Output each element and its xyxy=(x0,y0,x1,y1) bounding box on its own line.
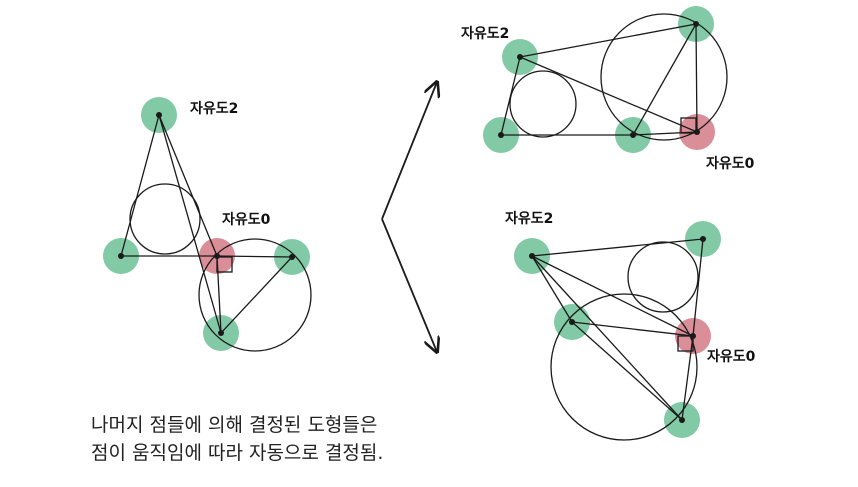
top-right-figure: 자유도2 자유도0 xyxy=(461,6,755,172)
label-dof2: 자유도2 xyxy=(461,26,509,42)
point-dof0 xyxy=(214,253,220,259)
point-tl xyxy=(517,54,523,60)
left-figure: 자유도2 자유도0 xyxy=(103,97,312,352)
circle-large xyxy=(600,13,728,141)
arrow-down xyxy=(381,218,437,352)
label-dof2: 자유도2 xyxy=(505,211,553,227)
label-dof0: 자유도0 xyxy=(706,156,755,172)
point-bm xyxy=(630,132,636,138)
label-dof0: 자유도0 xyxy=(222,212,271,228)
caption-line1: 나머지 점들에 의해 결정된 도형들은 xyxy=(91,414,377,436)
point-bottom xyxy=(679,417,685,423)
bottom-right-figure: 자유도2 자유도0 xyxy=(505,211,756,441)
transform-arrows xyxy=(381,82,437,352)
incircle-upper xyxy=(129,183,201,255)
circle-large xyxy=(550,293,698,441)
connector-line xyxy=(158,114,222,334)
edge-left xyxy=(531,255,573,323)
right-angle-mark xyxy=(680,117,697,134)
circle-small xyxy=(509,70,577,138)
point-right xyxy=(289,254,295,260)
label-dof2: 자유도2 xyxy=(190,101,238,117)
point-tr xyxy=(700,236,706,242)
label-dof0: 자유도0 xyxy=(707,349,756,365)
edge-top xyxy=(519,23,697,58)
arrow-up xyxy=(381,82,437,220)
point-left xyxy=(118,253,124,259)
point-bottom xyxy=(218,330,224,336)
point-tr xyxy=(693,21,699,27)
triangle-lower xyxy=(216,255,294,335)
caption: 나머지 점들에 의해 결정된 도형들은 점이 움직임에 따라 자동으로 결정됨. xyxy=(91,414,383,464)
point-bl xyxy=(498,132,504,138)
point-dof0 xyxy=(694,129,700,135)
edge-right xyxy=(692,238,704,337)
circumcircle-lower xyxy=(198,238,312,352)
point-dof0 xyxy=(690,333,696,339)
right-angle-mark xyxy=(216,256,233,273)
triangle-lower xyxy=(570,321,694,422)
circle-small xyxy=(627,241,699,313)
point-ml xyxy=(569,319,575,325)
triangle-right xyxy=(631,21,698,136)
right-angle-mark xyxy=(677,335,694,352)
caption-line2: 점이 움직임에 따라 자동으로 결정됨. xyxy=(91,442,383,464)
point-top xyxy=(156,112,162,118)
edge-diag1 xyxy=(531,255,694,337)
edge-diag2 xyxy=(531,255,683,421)
triangle-upper xyxy=(120,112,218,257)
edge-diag xyxy=(519,56,698,133)
point-tl xyxy=(529,253,535,259)
edge-top xyxy=(531,238,704,257)
